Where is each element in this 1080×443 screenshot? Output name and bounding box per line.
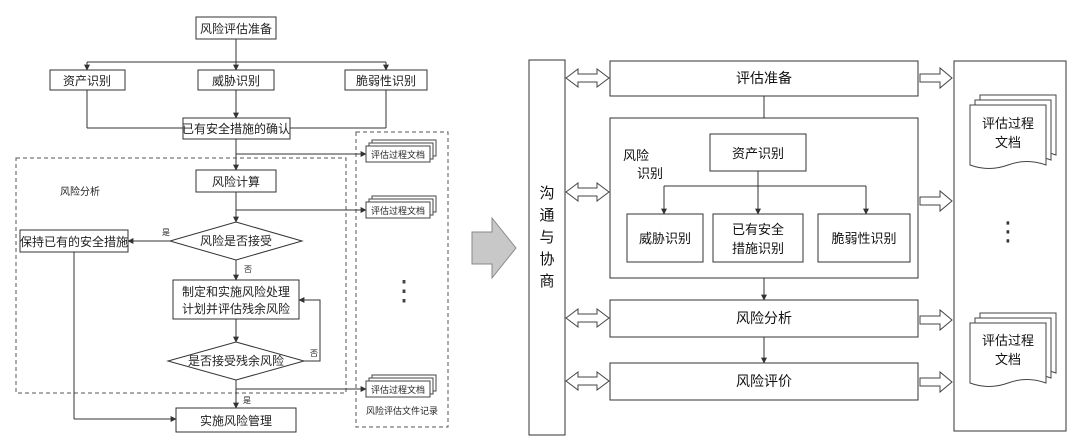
right-evaluation-label: 风险评价 xyxy=(736,374,792,390)
left-doc-2-label: 评估过程文档 xyxy=(371,205,425,217)
left-ellipsis: ⋮ xyxy=(390,274,418,307)
right-measures-line1: 已有安全 xyxy=(732,222,784,238)
left-no-2: 否 xyxy=(310,349,318,358)
right-prep-label: 评估准备 xyxy=(736,70,792,87)
right-threat-label: 威胁识别 xyxy=(639,232,691,247)
left-keep-label: 保持已有的安全措施 xyxy=(20,234,128,249)
left-accept-label: 风险是否接受 xyxy=(200,233,272,248)
left-manage-label: 实施风险管理 xyxy=(200,413,272,428)
left-flowchart: 风险评估准备 资产识别 威胁识别 脆弱性识别 已有安全措施的确认 风险分析 风险… xyxy=(15,16,449,433)
records-region xyxy=(355,131,449,428)
right-doc-top-line2: 文档 xyxy=(995,136,1021,151)
right-outline-arrows xyxy=(919,66,953,394)
left-calc-label: 风险计算 xyxy=(212,174,260,189)
left-asset-label: 资产识别 xyxy=(63,74,111,88)
left-yes-1: 是 xyxy=(162,228,170,237)
left-doc-1-label: 评估过程文档 xyxy=(371,149,425,161)
left-manage-box xyxy=(175,407,297,433)
left-threat-label: 威胁识别 xyxy=(212,73,260,88)
right-asset-box xyxy=(709,133,807,172)
risk-id-line1: 风险 xyxy=(623,149,649,164)
left-plan-line1: 制定和实施风险处理 xyxy=(182,284,290,299)
left-double-arrows xyxy=(565,68,610,391)
left-plan-box xyxy=(172,279,300,320)
right-doc-bottom-line2: 文档 xyxy=(995,353,1021,368)
records-label: 风险评估文件记录 xyxy=(366,405,438,417)
left-residual-label: 是否接受残余风险 xyxy=(188,353,284,368)
comm-char-4: 协 xyxy=(539,250,554,268)
right-threat-box xyxy=(626,213,704,263)
right-asset-label: 资产识别 xyxy=(732,147,784,162)
analysis-region-label: 风险分析 xyxy=(60,185,100,198)
right-measures-line2: 措施识别 xyxy=(732,242,784,257)
left-plan-line2: 计划并评估残余风险 xyxy=(182,301,290,316)
communication-column xyxy=(528,59,566,436)
left-vuln-label: 脆弱性识别 xyxy=(356,73,416,88)
left-doc-3: 评估过程文档 xyxy=(365,374,437,398)
left-doc-2: 评估过程文档 xyxy=(365,195,437,219)
right-diagram: 沟 通 与 协 商 评估准备 风险 识别 资产识别 威胁识别 已有安全 措施识别… xyxy=(528,59,1067,436)
right-doc-bottom-line1: 评估过程 xyxy=(982,334,1034,349)
right-analysis-label: 风险分析 xyxy=(736,311,792,327)
left-yes-2: 是 xyxy=(243,396,251,405)
left-prep-label: 风险评估准备 xyxy=(200,21,272,36)
right-doc-top-line1: 评估过程 xyxy=(982,117,1034,132)
left-doc-3-label: 评估过程文档 xyxy=(371,384,425,396)
right-measures-box xyxy=(712,213,804,263)
comm-char-3: 与 xyxy=(539,228,554,246)
comm-char-2: 通 xyxy=(539,206,554,224)
right-prep-box xyxy=(609,60,919,97)
risk-id-line2: 识别 xyxy=(637,167,663,182)
right-vuln-box xyxy=(817,213,911,263)
left-no-1: 否 xyxy=(244,265,252,274)
analysis-region xyxy=(15,157,347,394)
right-doc-bottom: 评估过程 文档 xyxy=(969,312,1057,387)
transition-arrow-icon xyxy=(471,216,517,280)
right-analysis-box xyxy=(609,299,919,338)
left-measures-label: 已有安全措施的确认 xyxy=(182,121,290,136)
right-vuln-label: 脆弱性识别 xyxy=(831,231,896,247)
left-doc-1: 评估过程文档 xyxy=(365,139,437,163)
right-evaluation-box xyxy=(609,362,919,401)
right-ellipsis: ⋮ xyxy=(995,217,1021,247)
comm-char-5: 商 xyxy=(539,272,554,290)
right-doc-top: 评估过程 文档 xyxy=(969,94,1057,169)
comm-char-1: 沟 xyxy=(539,184,554,202)
